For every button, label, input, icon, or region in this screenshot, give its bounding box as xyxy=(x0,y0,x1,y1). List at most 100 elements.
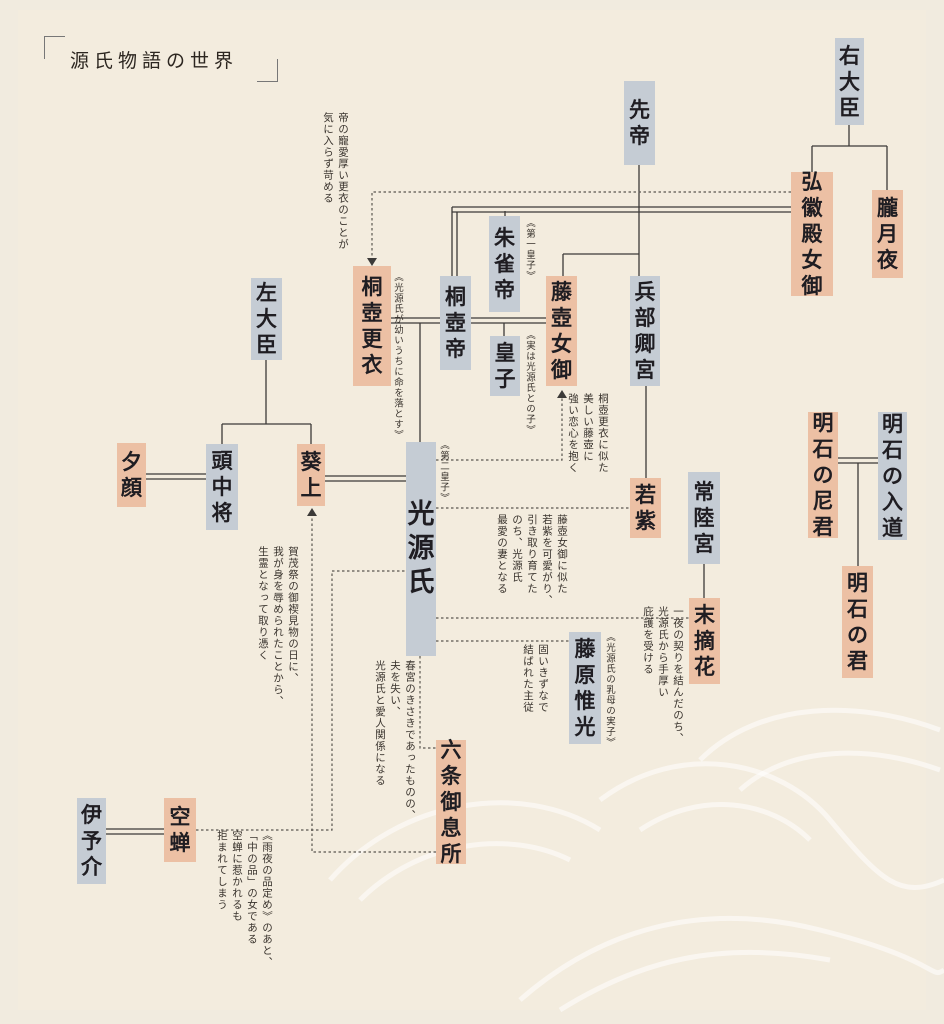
node-rokujo: 六条御息所 xyxy=(436,737,466,866)
node-akashi-amagimi-char: 君 xyxy=(812,514,834,539)
node-sentei-char: 先 xyxy=(629,97,650,122)
node-miko: 皇子 xyxy=(490,336,520,396)
node-akashi-kimi: 明石の君 xyxy=(842,566,873,678)
node-akashi-kimi-char: 石 xyxy=(847,596,868,621)
node-akashi-amagimi-char: 尼 xyxy=(812,488,834,513)
node-koremitsu-char: 原 xyxy=(574,662,596,687)
node-fujitsubo: 藤壺女御 xyxy=(546,276,577,386)
node-fujitsubo-char: 女 xyxy=(551,331,572,356)
node-suetsumuhana-char: 摘 xyxy=(694,628,715,653)
node-udaijin-char: 右 xyxy=(839,42,860,68)
node-tonochujo-char: 将 xyxy=(211,500,233,525)
node-iyonosuke-char: 介 xyxy=(81,854,102,879)
node-rokujo-char: 条 xyxy=(440,763,462,788)
node-hyobukyo-char: 兵 xyxy=(634,279,656,304)
node-hyobukyo-char: 宮 xyxy=(634,357,656,382)
node-oborozukiyo-char: 夜 xyxy=(877,247,898,272)
node-wakamurasaki-char: 紫 xyxy=(635,508,656,533)
node-akashi-amagimi: 明石の尼君 xyxy=(808,410,838,539)
node-sadaijin: 左大臣 xyxy=(251,278,282,360)
title-bracket-left xyxy=(44,36,65,59)
node-kiritsubo-tei-char: 帝 xyxy=(445,336,466,361)
node-sadaijin-char: 大 xyxy=(256,306,277,331)
node-suetsumuhana-char: 末 xyxy=(694,602,715,627)
note-suetsumuhana: 一夜の契りを結んだのち、 光源氏から手厚い 庇護を受ける xyxy=(642,606,684,744)
node-kiritsubo-koui-char: 桐 xyxy=(361,274,383,299)
node-wakamurasaki: 若紫 xyxy=(630,478,661,538)
node-udaijin-char: 大 xyxy=(839,68,860,94)
title-bracket-right xyxy=(257,59,278,82)
node-akashi-amagimi-char: 石 xyxy=(812,436,834,461)
note-genji-sub: 《第二皇子》 xyxy=(438,440,449,503)
node-genji-char: 光 xyxy=(407,499,435,530)
note-rokujo: 春宮のきさきであったものの、 夫を失い、 光源氏と愛人関係になる xyxy=(374,660,416,821)
node-akashi-nyudo: 明石の入道 xyxy=(878,411,907,540)
note-fujitsubo: 桐壺更衣に似た 美しい藤壺に 強い恋心を抱く xyxy=(567,393,609,474)
node-sentei-char: 帝 xyxy=(629,123,650,148)
node-rokujo-char: 御 xyxy=(440,789,462,814)
node-utsusemi-char: 空 xyxy=(169,804,191,829)
node-aoi: 葵上 xyxy=(297,444,325,506)
node-aoi-char: 葵 xyxy=(300,449,322,474)
node-rokujo-char: 所 xyxy=(440,841,462,866)
node-tonochujo: 頭中将 xyxy=(206,444,238,530)
node-kiritsubo-koui-char: 更 xyxy=(361,326,383,351)
node-akashi-amagimi-char: の xyxy=(812,462,834,487)
node-suzaku-char: 雀 xyxy=(494,251,515,276)
node-miko-char: 皇 xyxy=(494,340,516,365)
note-miko-sub: 《実は光源氏との子》 xyxy=(524,330,535,435)
node-iyonosuke: 伊予介 xyxy=(77,798,106,884)
node-suzaku-char: 帝 xyxy=(494,277,515,302)
node-miko-char: 子 xyxy=(494,366,516,391)
note-aoi: 賀茂祭の御禊見物の日に、 我が身を辱められたことから、 生霊となって取り憑く xyxy=(257,546,299,707)
node-oborozukiyo-char: 月 xyxy=(877,221,898,246)
node-hitachinomiya-char: 常 xyxy=(693,479,715,504)
node-hyobukyo: 兵部卿宮 xyxy=(630,276,660,386)
node-kiritsubo-koui: 桐壺更衣 xyxy=(353,266,391,386)
node-suetsumuhana: 末摘花 xyxy=(689,598,720,684)
node-genji-char: 氏 xyxy=(407,567,435,598)
node-hitachinomiya-char: 陸 xyxy=(693,505,715,530)
node-genji: 光源氏 xyxy=(406,442,436,656)
node-suzaku-char: 朱 xyxy=(494,225,515,250)
node-fujitsubo-char: 藤 xyxy=(551,279,572,304)
note-koremitsu-sub: 《光源氏の乳母の実子》 xyxy=(604,632,615,748)
node-kiritsubo-koui-char: 衣 xyxy=(361,352,383,377)
node-hyobukyo-char: 卿 xyxy=(634,331,656,356)
node-koremitsu-char: 藤 xyxy=(574,636,596,661)
note-koremitsu: 固いきずなで 結ばれた主従 xyxy=(522,644,549,713)
node-yugao-char: 顔 xyxy=(121,475,142,500)
node-akashi-kimi-char: 明 xyxy=(847,570,868,595)
node-yugao-char: 夕 xyxy=(121,449,142,474)
node-koremitsu-char: 光 xyxy=(574,714,596,739)
node-tonochujo-char: 頭 xyxy=(211,448,233,473)
node-kokiden-char: 女 xyxy=(801,247,823,272)
node-sadaijin-char: 臣 xyxy=(256,332,277,357)
diagram-title: 源氏物語の世界 xyxy=(70,49,239,72)
note-suzaku-sub: 《第一皇子》 xyxy=(524,218,535,281)
node-kiritsubo-koui-char: 壺 xyxy=(361,300,383,325)
node-kiritsubo-tei-char: 桐 xyxy=(445,284,466,309)
node-kokiden-char: 弘 xyxy=(801,169,823,194)
node-aoi-char: 上 xyxy=(300,475,322,500)
node-hitachinomiya-char: 宮 xyxy=(693,531,715,556)
node-akashi-kimi-char: 君 xyxy=(847,648,868,673)
node-fujitsubo-char: 壺 xyxy=(551,305,572,330)
node-sentei: 先帝 xyxy=(624,81,655,165)
note-kiritsubo-bullying: 帝の寵愛厚い更衣のことが 気に入らず苛める xyxy=(322,112,349,250)
node-utsusemi-char: 蝉 xyxy=(169,830,191,855)
node-iyonosuke-char: 伊 xyxy=(81,802,102,827)
note-utsusemi: 《雨夜の品定め》のあと、 「中の品」の女である 空蝉に惹かれるも 拒まれてしまう xyxy=(216,830,273,968)
node-udaijin: 右大臣 xyxy=(835,38,864,125)
node-akashi-amagimi-char: 明 xyxy=(812,410,834,435)
note-wakamurasaki: 藤壺女御に似た 若紫を可愛がり、 引き取り育てた のち、光源氏 最愛の妻となる xyxy=(496,514,568,606)
node-akashi-nyudo-char: 道 xyxy=(882,515,903,540)
node-rokujo-char: 六 xyxy=(440,737,462,762)
node-fujitsubo-char: 御 xyxy=(551,357,572,382)
node-oborozukiyo-char: 朧 xyxy=(877,195,898,220)
node-akashi-kimi-char: の xyxy=(847,622,868,647)
node-genji-char: 源 xyxy=(407,533,435,564)
node-akashi-nyudo-char: 石 xyxy=(882,437,903,462)
node-kiritsubo-tei: 桐壺帝 xyxy=(440,276,471,370)
